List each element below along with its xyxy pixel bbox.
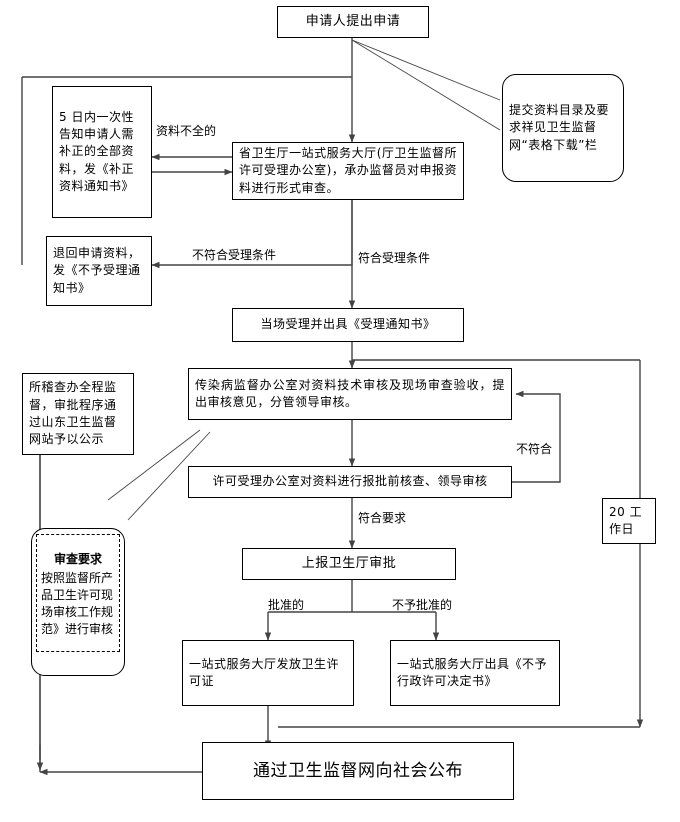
node-review-requirement-body: 按照监督所产品卫生许可现场审核工作规范》进行审核: [41, 570, 114, 636]
leader-note-submit-1: [351, 39, 501, 101]
edge-label-approved: 批准的: [268, 598, 305, 612]
node-apply[interactable]: 申请人提出申请: [277, 6, 429, 38]
node-tech-review[interactable]: 传染病监督办公室对资料技术审核及现场审查验收，提出审核意见，分管领导审核。: [188, 368, 512, 420]
leader-review-req-2: [127, 431, 211, 521]
node-pre-approval-label: 许可受理办公室对资料进行报批前核查、领导审核: [212, 474, 488, 489]
node-issue-license-label: 一站式服务大厅发放卫生许可证: [189, 656, 340, 688]
node-report-label: 上报卫生厅审批: [301, 555, 397, 571]
edge-label-incomplete: 资料不全的: [156, 124, 217, 138]
node-refuse-decision[interactable]: 一站式服务大厅出具《不予行政许可决定书》: [390, 640, 560, 706]
node-tech-review-label: 传染病监督办公室对资料技术审核及现场审查验收，提出审核意见，分管领导审核。: [195, 377, 505, 409]
node-supervise-note[interactable]: 所稽查办全程监督，审批程序通过山东卫生监督网站予以公示: [22, 373, 134, 455]
node-publish-label: 通过卫生监督网向社会公布: [253, 760, 463, 781]
node-accept-label: 当场受理并出具《受理通知书》: [260, 317, 436, 332]
edge-not-meet-loop: [512, 390, 561, 483]
node-pre-approval[interactable]: 许可受理办公室对资料进行报批前核查、领导审核: [188, 466, 512, 498]
node-formal-review[interactable]: 省卫生厅一站式服务大厅(厅卫生监督所许可受理办公室)，承办监督员对申报资料进行形…: [232, 142, 464, 200]
node-supplement-label: 5 日内一次性告知申请人需补正的全部资料，发《补正资料通知书》: [59, 109, 135, 194]
node-review-requirement-title: 审查要求: [53, 551, 102, 566]
node-return-material[interactable]: 退回申请资料，发《不予受理通知书》: [46, 236, 152, 306]
node-accept[interactable]: 当场受理并出具《受理通知书》: [232, 308, 464, 342]
node-note-submit[interactable]: 提交资料目录及要求祥见卫生监督网“表格下载”栏: [502, 74, 624, 182]
node-supervise-note-label: 所稽查办全程监督，审批程序通过山东卫生监督网站予以公示: [29, 380, 117, 447]
node-apply-label: 申请人提出申请: [305, 13, 401, 29]
edge-label-not-meet: 不符合: [516, 442, 553, 456]
node-return-material-label: 退回申请资料，发《不予受理通知书》: [53, 245, 141, 295]
edge-label-not-approved: 不予批准的: [392, 598, 453, 612]
edge-label-meet-accept: 符合受理条件: [358, 251, 431, 265]
node-supplement[interactable]: 5 日内一次性告知申请人需补正的全部资料，发《补正资料通知书》: [52, 86, 152, 218]
edge-label-meet-req: 符合要求: [358, 511, 407, 525]
edge-label-not-meet-accept: 不符合受理条件: [192, 248, 277, 262]
node-publish[interactable]: 通过卫生监督网向社会公布: [202, 742, 514, 800]
node-report[interactable]: 上报卫生厅审批: [242, 548, 456, 580]
leader-review-req-1: [107, 429, 201, 501]
leader-note-submit-2: [351, 39, 501, 131]
node-working-days-label: 20 工作日: [609, 504, 643, 536]
node-working-days[interactable]: 20 工作日: [602, 498, 656, 544]
node-note-submit-label: 提交资料目录及要求祥见卫生监督网“表格下载”栏: [509, 102, 610, 152]
node-review-requirement-inner: 审查要求 按照监督所产品卫生许可现场审核工作规范》进行审核: [36, 534, 120, 652]
node-formal-review-label: 省卫生厅一站式服务大厅(厅卫生监督所许可受理办公室)，承办监督员对申报资料进行形…: [239, 145, 457, 195]
node-refuse-decision-label: 一站式服务大厅出具《不予行政许可决定书》: [397, 656, 548, 688]
node-issue-license[interactable]: 一站式服务大厅发放卫生许可证: [182, 640, 354, 706]
